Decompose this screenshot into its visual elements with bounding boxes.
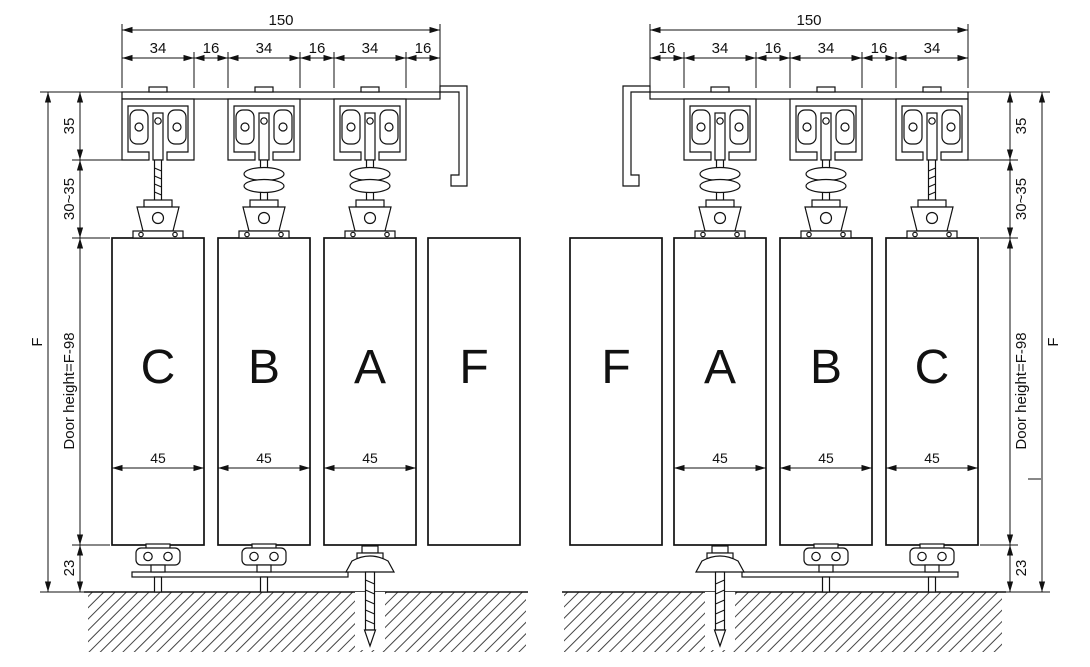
left-panel-letter-b: B bbox=[248, 341, 280, 394]
right-dim-segment-5: 16 bbox=[871, 40, 888, 57]
right-dim-segment-4: 34 bbox=[818, 40, 835, 57]
right-dim-segment-6: 34 bbox=[924, 40, 941, 57]
right-dim-bottom-gap: 23 bbox=[1013, 560, 1030, 577]
right-panel-width-b: 45 bbox=[818, 450, 834, 466]
left-dim-segment-3: 34 bbox=[256, 40, 273, 57]
left-dim-segment-4: 16 bbox=[309, 40, 326, 57]
left-panel-width-c: 45 bbox=[150, 450, 166, 466]
right-panel-letter-f: F bbox=[601, 341, 630, 394]
left-panel-letter-c: C bbox=[141, 341, 176, 394]
right-dim-door-height: Door height=F-98 bbox=[1013, 332, 1030, 449]
left-dim-total-width: 150 bbox=[268, 12, 293, 29]
right-panel-letter-c: C bbox=[915, 341, 950, 394]
right-dim-track-height: 35 bbox=[1013, 118, 1030, 135]
left-dim-segment-5: 34 bbox=[362, 40, 379, 57]
left-panel-letter-a: A bbox=[354, 341, 386, 394]
left-dim-door-height: Door height=F-98 bbox=[61, 332, 78, 449]
left-panel-letter-f: F bbox=[459, 341, 488, 394]
left-view-labels: 150 34 16 34 16 34 16 C B A F 45 45 45 3… bbox=[29, 12, 489, 576]
right-panel-letter-b: B bbox=[810, 341, 842, 394]
right-dim-total-width: 150 bbox=[796, 12, 821, 29]
right-dim-segment-2: 34 bbox=[712, 40, 729, 57]
right-panel-width-c: 45 bbox=[924, 450, 940, 466]
left-dim-hanger-range: 30~35 bbox=[61, 178, 78, 220]
left-panel-width-b: 45 bbox=[256, 450, 272, 466]
right-dim-segment-1: 16 bbox=[659, 40, 676, 57]
right-floor bbox=[562, 591, 1006, 652]
right-dim-segment-3: 16 bbox=[765, 40, 782, 57]
left-floor bbox=[84, 591, 528, 652]
right-panel-letter-a: A bbox=[704, 341, 736, 394]
right-dim-hanger-range: 30~35 bbox=[1013, 178, 1030, 220]
right-panel-width-a: 45 bbox=[712, 450, 728, 466]
left-floor-hatch bbox=[88, 592, 526, 652]
left-dim-segment-1: 34 bbox=[150, 40, 167, 57]
right-dim-total-height: F bbox=[1045, 337, 1062, 346]
left-dim-segment-6: 16 bbox=[415, 40, 432, 57]
left-panel-width-a: 45 bbox=[362, 450, 378, 466]
left-dim-total-height: F bbox=[29, 337, 46, 346]
right-view-labels: 150 16 34 16 34 16 34 F A B C 45 45 45 3… bbox=[601, 12, 1062, 576]
left-dim-bottom-gap: 23 bbox=[61, 560, 78, 577]
left-dim-track-height: 35 bbox=[61, 118, 78, 135]
left-dim-segment-2: 16 bbox=[203, 40, 220, 57]
right-floor-hatch bbox=[564, 592, 1002, 652]
